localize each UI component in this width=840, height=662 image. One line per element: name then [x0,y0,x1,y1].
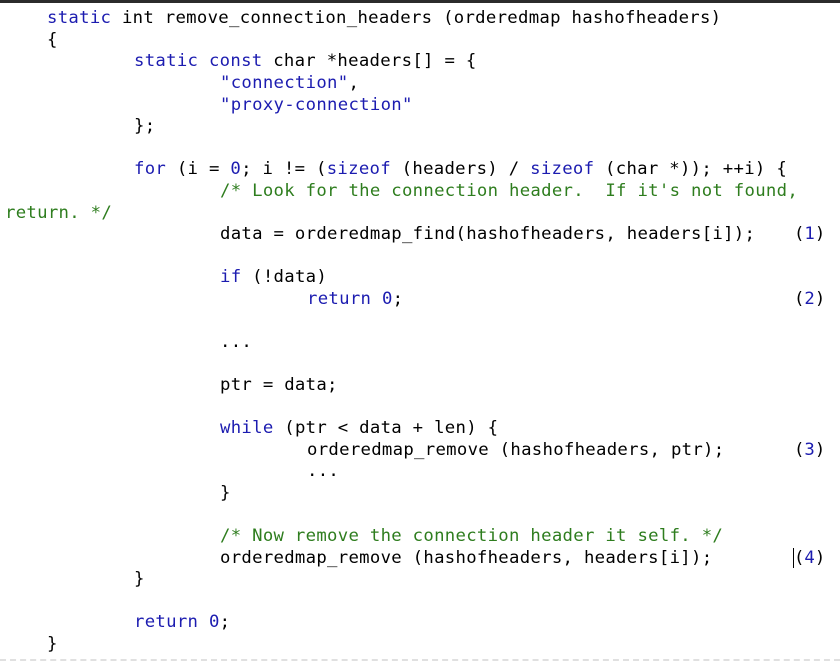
code-line-function-signature: static int remove_connection_headers (or… [47,7,721,29]
code-line-return-zero-inner: return 0; [307,288,403,310]
brace: }; [134,116,156,136]
annotation-number: 3 [804,440,815,460]
declaration: char *headers[] = { [262,51,477,71]
code-line-close-array: }; [134,115,155,137]
semicolon: ; [219,612,231,632]
brace: { [47,30,58,50]
annotation-marker-1: (1) [794,223,825,245]
code-line-comment-look-for: /* Look for the connection header. If it… [220,181,799,201]
type: int [111,8,165,28]
paren-open: ( [794,224,805,244]
paren-close: ) [814,548,826,568]
string-literal: "connection" [220,73,349,93]
keyword: const [208,51,263,71]
code-line-orderedmap-remove-header: orderedmap_remove (hashofheaders, header… [220,548,713,568]
text-cursor [793,548,794,568]
bottom-dashed-rule [0,659,840,661]
keyword: return [307,289,372,309]
annotation-marker-4: (4) [794,547,825,569]
code-line-close-while: } [220,483,231,503]
code-line-ellipsis: ... [220,332,253,352]
code-line-return-zero: return 0; [134,611,230,633]
comma: , [348,73,360,93]
code-text: (headers) / [390,159,531,179]
string-literal: "proxy-connection" [220,95,413,115]
code-text: ; i != ( [241,159,327,179]
paren-open: ( [794,548,805,568]
paren-open: ( [794,440,805,460]
code-line-string-connection: "connection", [220,72,359,94]
code-text: (!data) [241,267,328,287]
paren-close: ) [814,224,826,244]
code-line-orderedmap-remove-ptr: orderedmap_remove (hashofheaders, ptr); [307,440,725,460]
annotation-number: 1 [804,224,815,244]
code-text: (ptr < data + len) { [273,418,499,438]
keyword: static [134,51,199,71]
code-line-comment-wrap: return. */ [5,203,113,223]
keyword: sizeof [530,159,595,179]
code-line-string-proxy-connection: "proxy-connection" [220,94,413,116]
keyword: if [220,267,242,287]
code-line-open-brace: { [47,29,58,51]
keyword: static [47,8,112,28]
number: 0 [230,159,242,179]
code-line-if-not-data: if (!data) [220,266,327,288]
paren-close: ) [814,289,826,309]
keyword: sizeof [326,159,391,179]
number: 0 [208,612,220,632]
semicolon: ; [392,289,404,309]
space [198,612,209,632]
code-line-headers-decl: static const char *headers[] = { [134,50,477,72]
code-line-ellipsis-inner: ... [307,461,340,481]
annotation-number: 2 [804,289,815,309]
code-line-while-loop: while (ptr < data + len) { [220,417,498,439]
code-line-close-for: } [134,569,145,589]
paren-close: ) [814,440,826,460]
code-line-ptr-assign: ptr = data; [220,375,338,395]
paren-open: ( [794,289,805,309]
number: 0 [381,289,393,309]
space [371,289,382,309]
annotation-marker-3: (3) [794,439,825,461]
code-text: (i = [166,159,231,179]
keyword: for [134,159,167,179]
code-text: (char *)); ++i) { [594,159,788,179]
keyword: while [220,418,274,438]
code-line-close-function: } [47,634,58,654]
annotation-marker-2: (2) [794,288,825,310]
code-line-orderedmap-find: data = orderedmap_find(hashofheaders, he… [220,224,756,244]
function-name: remove_connection_headers (orderedmap ha… [164,8,722,28]
keyword: return [134,612,199,632]
annotation-number: 4 [804,548,815,568]
top-border [0,0,840,3]
code-line-for-loop: for (i = 0; i != (sizeof (headers) / siz… [134,158,787,180]
code-line-comment-now-remove: /* Now remove the connection header it s… [220,526,724,546]
